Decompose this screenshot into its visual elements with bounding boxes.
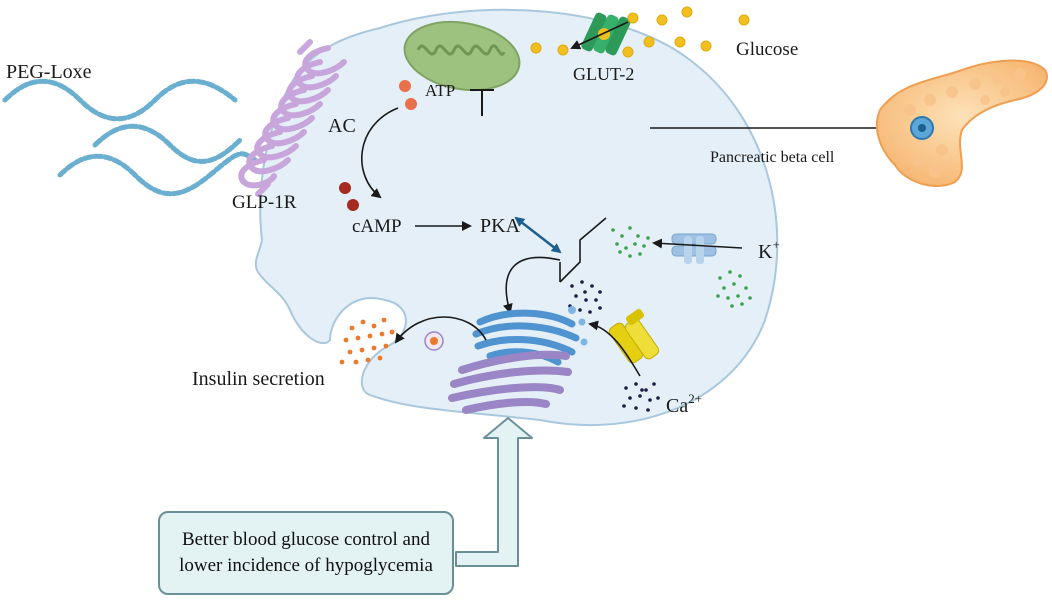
atp-molecule: [399, 80, 411, 92]
inhibition-symbol: [470, 89, 494, 116]
bracket-to-golgi-arrow: [502, 256, 561, 314]
outcome-text: Better blood glucose control and lower i…: [179, 529, 433, 576]
k-ions-outside: [716, 270, 752, 308]
peptide-chain: [57, 151, 258, 197]
glp1r-receptor: [238, 39, 347, 197]
outcome-box: Better blood glucose control and lower i…: [158, 511, 454, 595]
signal-bracket: [559, 217, 607, 283]
pka-double-arrow: [514, 216, 562, 254]
ca-ions-inside: [568, 280, 602, 314]
golgi-to-vesicle-arrow: [394, 316, 487, 344]
golgi-apparatus: [472, 309, 580, 366]
insulin-secretion-label: Insulin secretion: [192, 368, 325, 390]
ca-influx-arrow: [588, 320, 641, 377]
glucose-molecule: [656, 14, 668, 26]
pancreatic-beta-cell-label: Pancreatic beta cell: [710, 149, 835, 166]
peg-loxe-peptides: [2, 78, 258, 197]
camp-molecule: [347, 199, 359, 211]
atp-molecule: [405, 98, 417, 110]
pka-label: PKA: [480, 215, 521, 237]
pancreas-illustration: [875, 59, 1048, 187]
outcome-arrow: [455, 417, 533, 567]
glucose-molecule: [643, 36, 655, 48]
glucose-molecule: [622, 46, 634, 58]
glucose-molecule: [557, 44, 569, 56]
glut2-label: GLUT-2: [573, 64, 634, 84]
atp-label: ATP: [425, 81, 455, 100]
glucose-molecules: [530, 6, 750, 58]
peg-loxe-label: PEG-Loxe: [6, 61, 92, 83]
endoplasmic-reticulum: [448, 350, 572, 414]
peptide-chain: [2, 78, 238, 122]
mitochondrion: [403, 20, 521, 92]
glut2-transporter: [581, 12, 631, 56]
glucose-molecule: [700, 40, 712, 52]
camp-label: cAMP: [352, 216, 402, 237]
glucose-label: Glucose: [736, 39, 798, 60]
glp1r-label: GLP-1R: [232, 192, 297, 213]
ca-ions-outside: [622, 382, 660, 412]
k-efflux-arrow: [652, 238, 743, 249]
glucose-molecule: [681, 6, 693, 18]
glucose-molecule: [627, 12, 639, 24]
k-ions-inside: [611, 226, 650, 258]
ca-channel: [608, 308, 660, 364]
ac-label: AC: [328, 115, 356, 137]
insulin-granules: [339, 317, 395, 365]
atp-to-camp-arrow: [360, 107, 399, 199]
glucose-import-arrow: [570, 21, 629, 50]
glucose-molecule: [530, 42, 542, 54]
golgi-vesicles: [568, 306, 588, 346]
calcium-label: Ca2+: [666, 391, 702, 417]
camp-molecule: [339, 182, 351, 194]
glucose-molecule: [738, 14, 750, 26]
potassium-label: K+: [758, 237, 780, 263]
k-channel: [671, 233, 717, 264]
peptide-chain: [92, 123, 243, 164]
insulin-vesicle-small: [424, 331, 444, 351]
glucose-molecule: [674, 36, 686, 48]
